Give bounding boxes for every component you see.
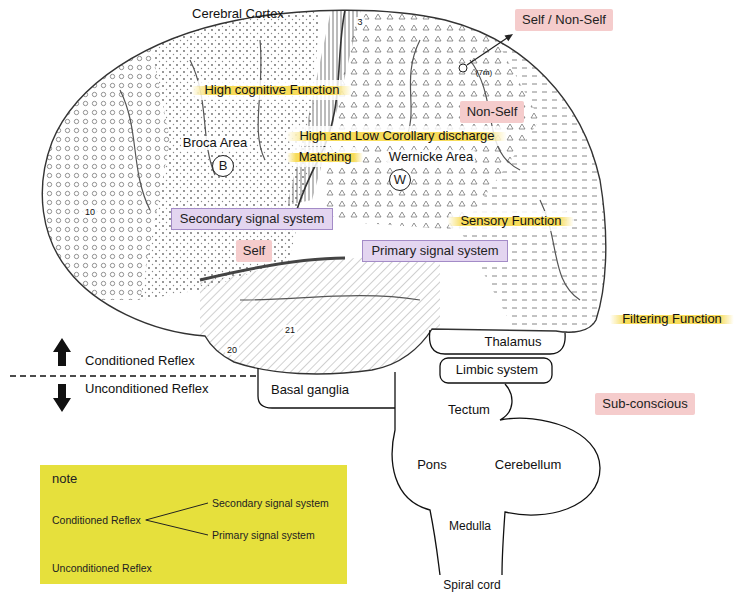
node-text: W <box>394 172 406 188</box>
node-text: Non-Self <box>467 104 518 120</box>
bracket-line <box>146 520 208 535</box>
part-label: Unconditioned Reflex <box>85 382 209 397</box>
part-label: Conditioned Reflex <box>85 354 195 369</box>
node-text: B <box>219 158 228 174</box>
part-label: 10 <box>83 207 97 217</box>
function-band: High cognitive Function <box>192 80 351 100</box>
part-label: 3 <box>355 17 364 27</box>
note-text: Primary signal system <box>212 529 315 542</box>
part-label: Wernicke Area <box>387 150 475 165</box>
node-text: Secondary signal system <box>180 211 325 227</box>
function-band: High and Low Corollary discharge <box>287 126 506 146</box>
node-text: Filtering Function <box>622 311 722 327</box>
function-band: Matching <box>287 147 364 167</box>
part-label: Tectum <box>448 403 490 418</box>
concept-box: Non-Self <box>460 101 525 123</box>
concept-box: Self / Non-Self <box>515 9 613 31</box>
note-text: Secondary signal system <box>212 497 329 510</box>
bracket-line <box>146 503 208 520</box>
part-label: (7m) <box>476 68 492 77</box>
concept-box: Sub-conscious <box>595 393 694 415</box>
part-label: Spiral cord <box>443 579 500 593</box>
part-label: Cerebellum <box>495 458 561 473</box>
signal-box: Primary signal system <box>362 240 507 262</box>
note-text: Conditioned Reflex <box>52 514 141 527</box>
note-text: Unconditioned Reflex <box>52 562 152 575</box>
part-label: Basal ganglia <box>271 383 349 398</box>
function-band: Sensory Function <box>448 211 573 231</box>
concept-box: Self <box>236 240 272 262</box>
function-band: Filtering Function <box>610 309 734 329</box>
node-text: Matching <box>299 149 352 165</box>
node-text: High cognitive Function <box>204 82 339 98</box>
node-text: High and Low Corollary discharge <box>299 128 494 144</box>
part-label: 20 <box>225 345 239 355</box>
part-label: Pons <box>417 458 447 473</box>
node-text: Primary signal system <box>371 243 498 259</box>
note-box: noteConditioned Reflex Secondary signal s… <box>40 465 347 584</box>
part-label: Medulla <box>449 520 491 534</box>
area-marker: B <box>212 155 234 177</box>
part-label: 21 <box>283 325 297 335</box>
part-label: Cerebral Cortex <box>192 7 284 22</box>
note-heading: note <box>52 471 77 487</box>
part-label: Broca Area <box>181 136 249 151</box>
signal-box: Secondary signal system <box>171 208 334 230</box>
node-text: Self <box>243 243 265 259</box>
node-text: Sensory Function <box>460 213 561 229</box>
node-text: Sub-conscious <box>602 396 687 412</box>
node-text: Self / Non-Self <box>522 12 606 28</box>
area-marker: W <box>389 169 411 191</box>
part-label: Limbic system <box>456 363 538 378</box>
part-label: Thalamus <box>484 335 541 350</box>
